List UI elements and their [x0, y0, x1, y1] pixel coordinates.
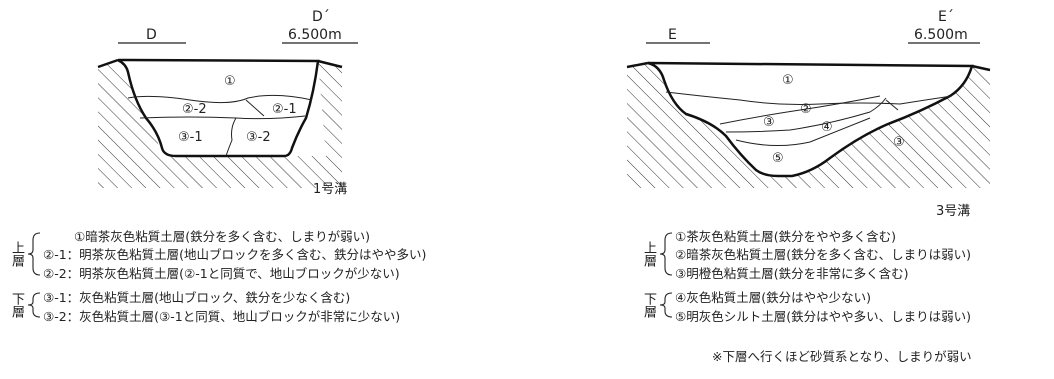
section-end-label-e: E´ — [938, 9, 954, 25]
trench-1-caption: 1号溝 — [313, 182, 348, 197]
brace-upper-left — [27, 232, 41, 276]
section-start-label-d: D — [146, 27, 157, 43]
section-end-label-d: D´ — [312, 9, 330, 25]
legend-braces — [27, 232, 673, 318]
legend-right-2: ②暗茶灰色粘質土層(鉄分を多く含む、しまりは弱い) — [675, 247, 971, 262]
ground-surface-right — [626, 61, 991, 72]
legend-right-3: ③明橙色粘質土層(鉄分を非常に多く含む) — [675, 266, 909, 281]
zone-label-e2: ② — [800, 102, 812, 117]
pit-outline-left — [117, 58, 320, 158]
legend-left-2-1: ②-1：明茶灰色粘質土層(地山ブロックを多く含む、鉄分はやや多い) — [43, 247, 427, 262]
legend-left-2-2: ②-2：明茶灰色粘質土層(②-1と同質で、地山ブロックが少ない) — [43, 266, 400, 281]
zone-label-1: ① — [224, 74, 236, 89]
brace-lower-left — [27, 292, 41, 318]
zone-label-e3: ③ — [763, 115, 775, 130]
elevation-label-e: 6.500m — [914, 27, 968, 43]
upper-layer-label-left: 上層 — [9, 241, 24, 267]
zone-label-2-1: ②-1 — [272, 102, 297, 117]
ground-hatch-right — [627, 63, 990, 188]
zone-label-3-2: ③-2 — [246, 130, 271, 145]
legend-right-5: ⑤明灰色シルト土層(鉄分はやや多い、しまりは弱い) — [675, 309, 971, 324]
section-start-label-e: E — [668, 27, 677, 43]
brace-lower-right — [659, 292, 673, 318]
zone-label-2-2: ②-2 — [182, 102, 207, 117]
brace-upper-right — [659, 232, 673, 276]
legend-right-4: ④灰色粘質土層(鉄分はやや少ない) — [675, 290, 871, 305]
trench-3-section — [626, 42, 991, 188]
legend-left-3-1: ③-1：灰色粘質土層(地山ブロック、鉄分を少なく含む) — [43, 290, 351, 305]
zone-label-e5: ⑤ — [772, 151, 784, 166]
upper-layer-label-right: 上層 — [641, 241, 656, 267]
trench-3-caption: 3号溝 — [936, 204, 971, 219]
elevation-label-d: 6.500m — [288, 27, 342, 43]
legend-left-3-2: ③-2：灰色粘質土層(③-1と同質、地山ブロックが非常に少ない) — [43, 309, 401, 324]
pit-outline-right — [647, 61, 974, 178]
zone-label-e3-right: ③ — [893, 135, 905, 150]
lower-layer-label-left: 下層 — [9, 292, 24, 318]
footnote: ※下層へ行くほど砂質系となり、しまりが弱い — [712, 349, 972, 364]
zone-label-e1: ① — [782, 73, 794, 88]
legend-right-1: ①茶灰色粘質土層(鉄分をやや多く含む) — [675, 229, 896, 244]
legend-left-1: ①暗茶灰色粘質土層(鉄分を多く含む、しまりが弱い) — [74, 229, 370, 244]
trench-1-section — [97, 42, 358, 188]
ground-surface-left — [97, 58, 343, 69]
zone-label-e4: ④ — [821, 120, 833, 135]
zone-label-3-1: ③-1 — [178, 130, 203, 145]
lower-layer-label-right: 下層 — [641, 292, 656, 318]
